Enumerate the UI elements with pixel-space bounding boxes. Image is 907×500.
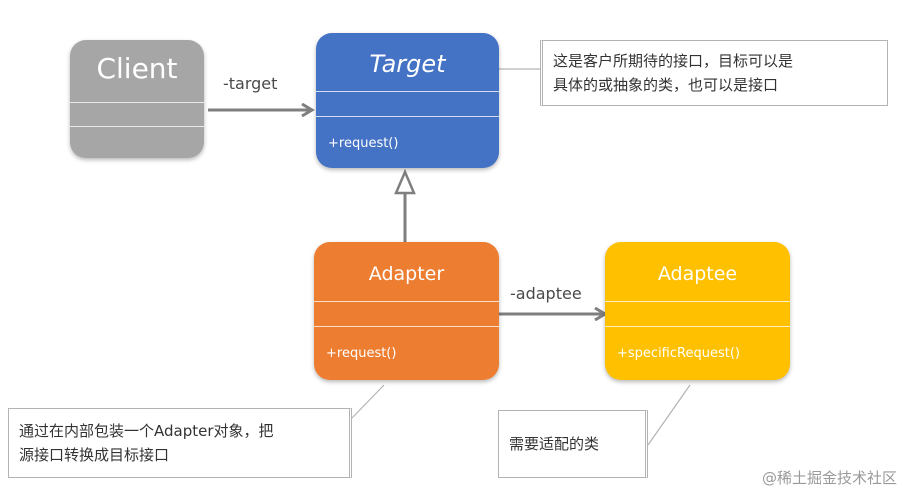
note-adapter-line-1: 通过在内部包装一个Adapter对象，把 (19, 422, 274, 440)
class-adaptee-divider-2 (605, 326, 790, 327)
realization-arrowhead (394, 168, 416, 195)
class-adapter[interactable]: Adapter +request() (314, 242, 499, 380)
class-target-method: +request() (328, 136, 399, 151)
class-client-divider-2 (70, 126, 204, 127)
note-adaptee: 需要适配的类 (498, 410, 648, 478)
note-connector-adapter (351, 384, 385, 419)
note-connector-adaptee (647, 384, 691, 446)
class-target-name: Target (369, 50, 446, 78)
note-target: 这是客户所期待的接口，目标可以是 具体的或抽象的类，也可以是接口 (540, 40, 888, 106)
label-adaptee-association: -adaptee (510, 284, 582, 303)
note-adapter: 通过在内部包装一个Adapter对象，把 源接口转换成目标接口 (8, 408, 352, 478)
class-adaptee-divider-1 (605, 301, 790, 302)
note-adaptee-line-1: 需要适配的类 (509, 435, 600, 453)
class-target[interactable]: Target +request() (316, 33, 499, 168)
class-client-name: Client (96, 52, 178, 85)
class-adaptee-method: +specificRequest() (617, 346, 740, 361)
class-adapter-method: +request() (326, 346, 397, 361)
class-client[interactable]: Client (70, 40, 204, 158)
class-adapter-divider-2 (314, 326, 499, 327)
class-adapter-divider-1 (314, 301, 499, 302)
label-target-association: -target (223, 74, 278, 93)
class-target-divider-1 (316, 91, 499, 92)
note-target-line-1: 这是客户所期待的接口，目标可以是 (553, 52, 794, 70)
class-adapter-name: Adapter (368, 263, 445, 285)
class-adaptee[interactable]: Adaptee +specificRequest() (605, 242, 790, 380)
watermark: @稀土掘金技术社区 (761, 469, 897, 487)
note-target-line-2: 具体的或抽象的类，也可以是接口 (553, 76, 779, 94)
class-target-divider-2 (316, 116, 499, 117)
class-adaptee-name: Adaptee (657, 263, 738, 285)
note-adapter-line-2: 源接口转换成目标接口 (19, 446, 170, 464)
class-client-divider-1 (70, 102, 204, 103)
